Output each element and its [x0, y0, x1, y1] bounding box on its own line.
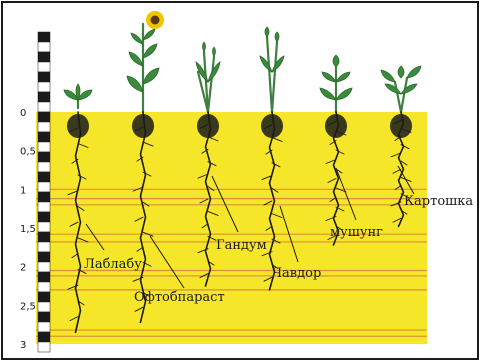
ruler-segment — [38, 182, 50, 192]
depth-tick-label: 1,5 — [20, 224, 36, 235]
depth-tick-label: 3 — [20, 340, 26, 351]
ruler-segment — [38, 322, 50, 332]
ruler-segment — [38, 272, 50, 282]
sunflower-head-icon — [146, 11, 164, 29]
ruler-segment — [38, 172, 50, 182]
ruler-segment — [38, 112, 50, 122]
ruler-segment — [38, 212, 50, 222]
depth-tick-label: 2 — [20, 263, 26, 274]
label-kartoshka: Картошка — [404, 194, 473, 209]
depth-ruler — [38, 32, 50, 352]
ruler-segment — [38, 132, 50, 142]
ruler-segment — [38, 92, 50, 102]
ruler-segment — [38, 82, 50, 92]
ruler-segment — [38, 162, 50, 172]
depth-tick-label: 2,5 — [20, 301, 36, 312]
ruler-segment — [38, 102, 50, 112]
ruler-segment — [38, 312, 50, 322]
label-gandum: Гандум — [216, 238, 267, 253]
ruler-segment — [38, 202, 50, 212]
label-mushung: мушунг — [330, 225, 383, 240]
label-lablabu: Лаблабу — [84, 257, 142, 272]
ruler-segment — [38, 152, 50, 162]
label-chavdor: Чавдор — [272, 266, 321, 281]
ruler-segment — [38, 342, 50, 352]
ruler-segment — [38, 292, 50, 302]
ruler-segment — [38, 302, 50, 312]
ruler-segment — [38, 242, 50, 252]
depth-tick-label: 1 — [20, 185, 26, 196]
ruler-segment — [38, 42, 50, 52]
ruler-segment — [38, 262, 50, 272]
depth-tick-label: 0 — [20, 108, 26, 119]
ruler-segment — [38, 222, 50, 232]
ruler-segment — [38, 192, 50, 202]
depth-tick-label: 0,5 — [20, 147, 36, 158]
label-oftobparast: Офтобпараст — [134, 290, 225, 305]
ruler-segment — [38, 252, 50, 262]
ruler-segment — [38, 142, 50, 152]
ruler-segment — [38, 32, 50, 42]
ruler-segment — [38, 332, 50, 342]
ruler-segment — [38, 72, 50, 82]
ruler-segment — [38, 282, 50, 292]
ruler-segment — [38, 62, 50, 72]
ruler-segment — [38, 232, 50, 242]
ruler-segment — [38, 52, 50, 62]
ruler-segment — [38, 122, 50, 132]
